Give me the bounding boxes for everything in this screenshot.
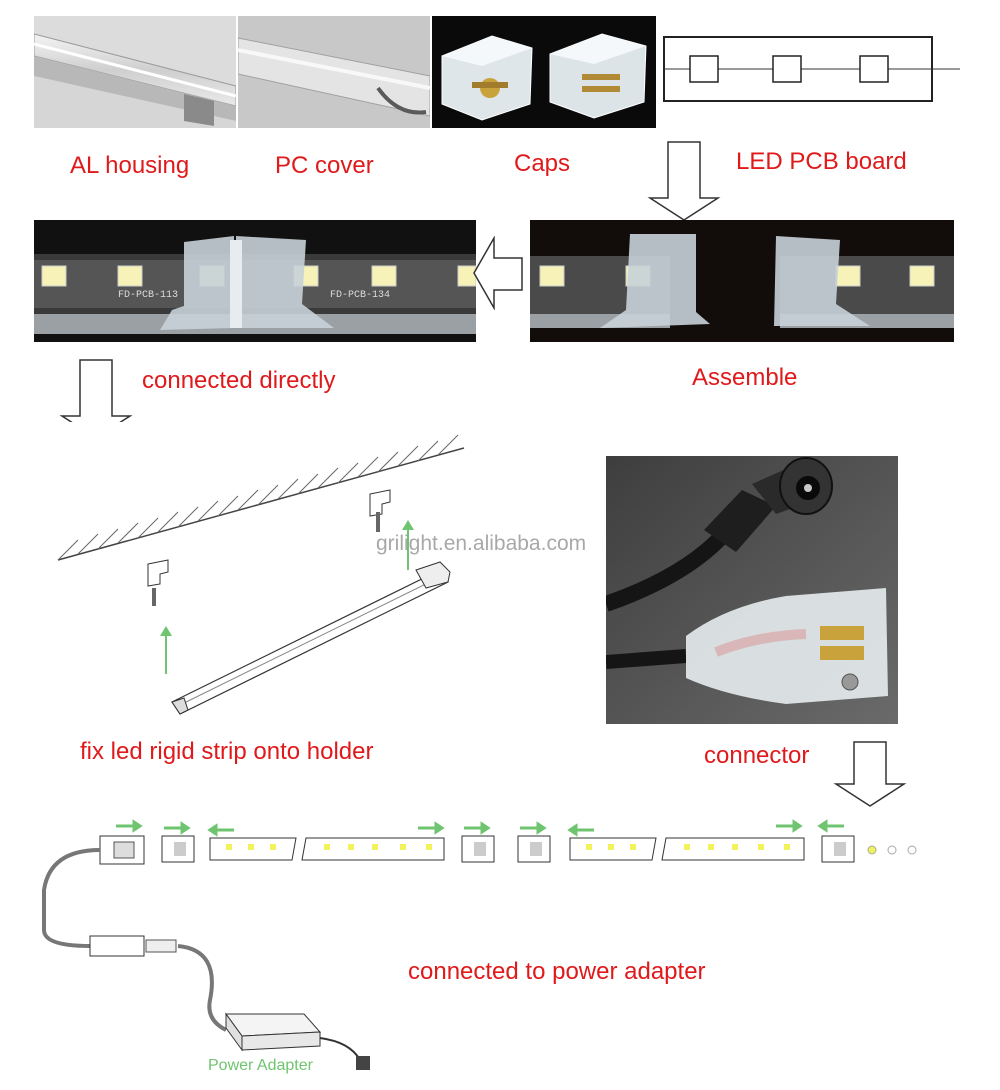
connected-directly-photo: FD-PCB-113 FD-PCB-134 — [34, 220, 476, 342]
pc-cover-photo — [238, 16, 430, 128]
fix-holder-label: fix led rigid strip onto holder — [80, 738, 373, 766]
down-arrow-icon — [646, 140, 722, 222]
led-pcb-board-diagram — [660, 34, 960, 104]
al-housing-photo — [34, 16, 236, 128]
caps-label: Caps — [514, 150, 570, 178]
mounting-illustration — [44, 422, 468, 722]
al-housing-label: AL housing — [70, 152, 189, 180]
power-connection-diagram — [30, 810, 930, 1086]
assemble-label: Assemble — [692, 364, 797, 392]
pc-cover-label: PC cover — [275, 152, 374, 180]
connector-label: connector — [704, 742, 809, 770]
led-pcb-board-label: LED PCB board — [736, 148, 907, 176]
left-arrow-icon — [472, 236, 524, 310]
caps-photo — [432, 16, 656, 128]
connector-photo — [606, 456, 898, 724]
pcb-code-left: FD-PCB-113 — [118, 290, 178, 301]
power-adapter-label: Power Adapter — [208, 1057, 313, 1075]
watermark: grilight.en.alibaba.com — [376, 532, 586, 556]
down-arrow-icon — [832, 740, 908, 808]
assemble-photo — [530, 220, 954, 342]
pcb-code-right: FD-PCB-134 — [330, 290, 390, 301]
connected-directly-label: connected directly — [142, 367, 335, 395]
connected-power-label: connected to power adapter — [408, 958, 706, 986]
